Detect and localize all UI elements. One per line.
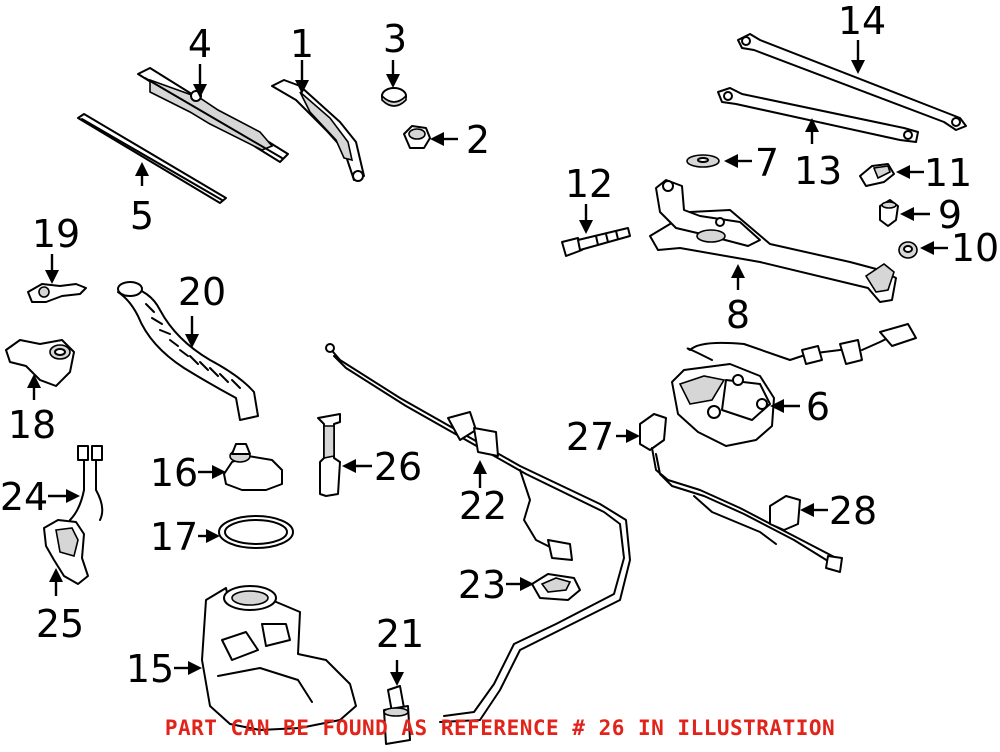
part-2-nut <box>403 125 431 149</box>
part-9-bushing <box>879 199 899 227</box>
callout-18: 18 <box>8 403 56 447</box>
part-4-wiper-blade <box>137 67 289 163</box>
part-23-connector <box>531 573 581 601</box>
callout-19: 19 <box>32 212 80 256</box>
part-17-seal-ring <box>218 515 294 549</box>
callout-21: 21 <box>376 612 424 656</box>
part-12-bolt <box>561 227 631 257</box>
callout-10: 10 <box>951 226 999 270</box>
callout-26: 26 <box>374 445 422 489</box>
callout-3: 3 <box>383 17 407 61</box>
part-13-linkage-rod <box>717 87 919 143</box>
part-15-reservoir <box>201 585 357 731</box>
part-11-clip <box>859 163 895 187</box>
part-26-level-sensor <box>317 413 341 497</box>
callout-1: 1 <box>290 22 314 66</box>
callout-28: 28 <box>829 489 877 533</box>
reference-note: PART CAN BE FOUND AS REFERENCE # 26 IN I… <box>164 716 836 740</box>
callout-16: 16 <box>150 451 198 495</box>
callout-23: 23 <box>458 563 506 607</box>
part-22-hose-assembly <box>325 343 631 723</box>
part-20-filler-hose <box>117 281 259 421</box>
part-3-cap <box>381 87 407 107</box>
callout-9: 9 <box>938 193 962 237</box>
part-21-pump-outlet <box>383 685 411 745</box>
part-7-washer <box>686 154 720 168</box>
part-10-grommet <box>898 241 918 259</box>
callout-11: 11 <box>924 151 972 195</box>
callout-15: 15 <box>126 647 174 691</box>
part-1-wiper-arm <box>271 79 365 182</box>
callout-5: 5 <box>130 194 154 238</box>
leader-arrows <box>27 40 948 686</box>
callout-labels: 1 2 3 4 5 6 7 8 9 10 11 12 13 14 15 16 1… <box>0 0 999 691</box>
part-5-blade-insert <box>77 113 227 204</box>
callout-17: 17 <box>150 515 198 559</box>
callout-27: 27 <box>566 415 614 459</box>
part-16-pump-cap <box>223 443 283 491</box>
callout-8: 8 <box>726 293 750 337</box>
callout-12: 12 <box>565 162 613 206</box>
part-6-wiper-motor <box>671 323 917 447</box>
callout-6: 6 <box>806 385 830 429</box>
part-24-25-washer-pump <box>43 445 104 585</box>
part-27-28-jet-hose <box>639 413 843 573</box>
callout-20: 20 <box>178 270 226 314</box>
callout-4: 4 <box>188 22 212 66</box>
part-8-wiper-linkage <box>649 179 897 303</box>
part-18-nozzle-fitting <box>5 339 75 387</box>
callout-25: 25 <box>36 602 84 646</box>
callout-22: 22 <box>459 484 507 528</box>
callout-7: 7 <box>755 141 779 185</box>
callout-2: 2 <box>466 118 490 162</box>
part-19-nozzle-clip <box>27 283 87 303</box>
part-14-linkage-rod <box>737 33 967 131</box>
callout-24: 24 <box>0 475 48 519</box>
callout-14: 14 <box>838 0 886 43</box>
callout-13: 13 <box>794 149 842 193</box>
